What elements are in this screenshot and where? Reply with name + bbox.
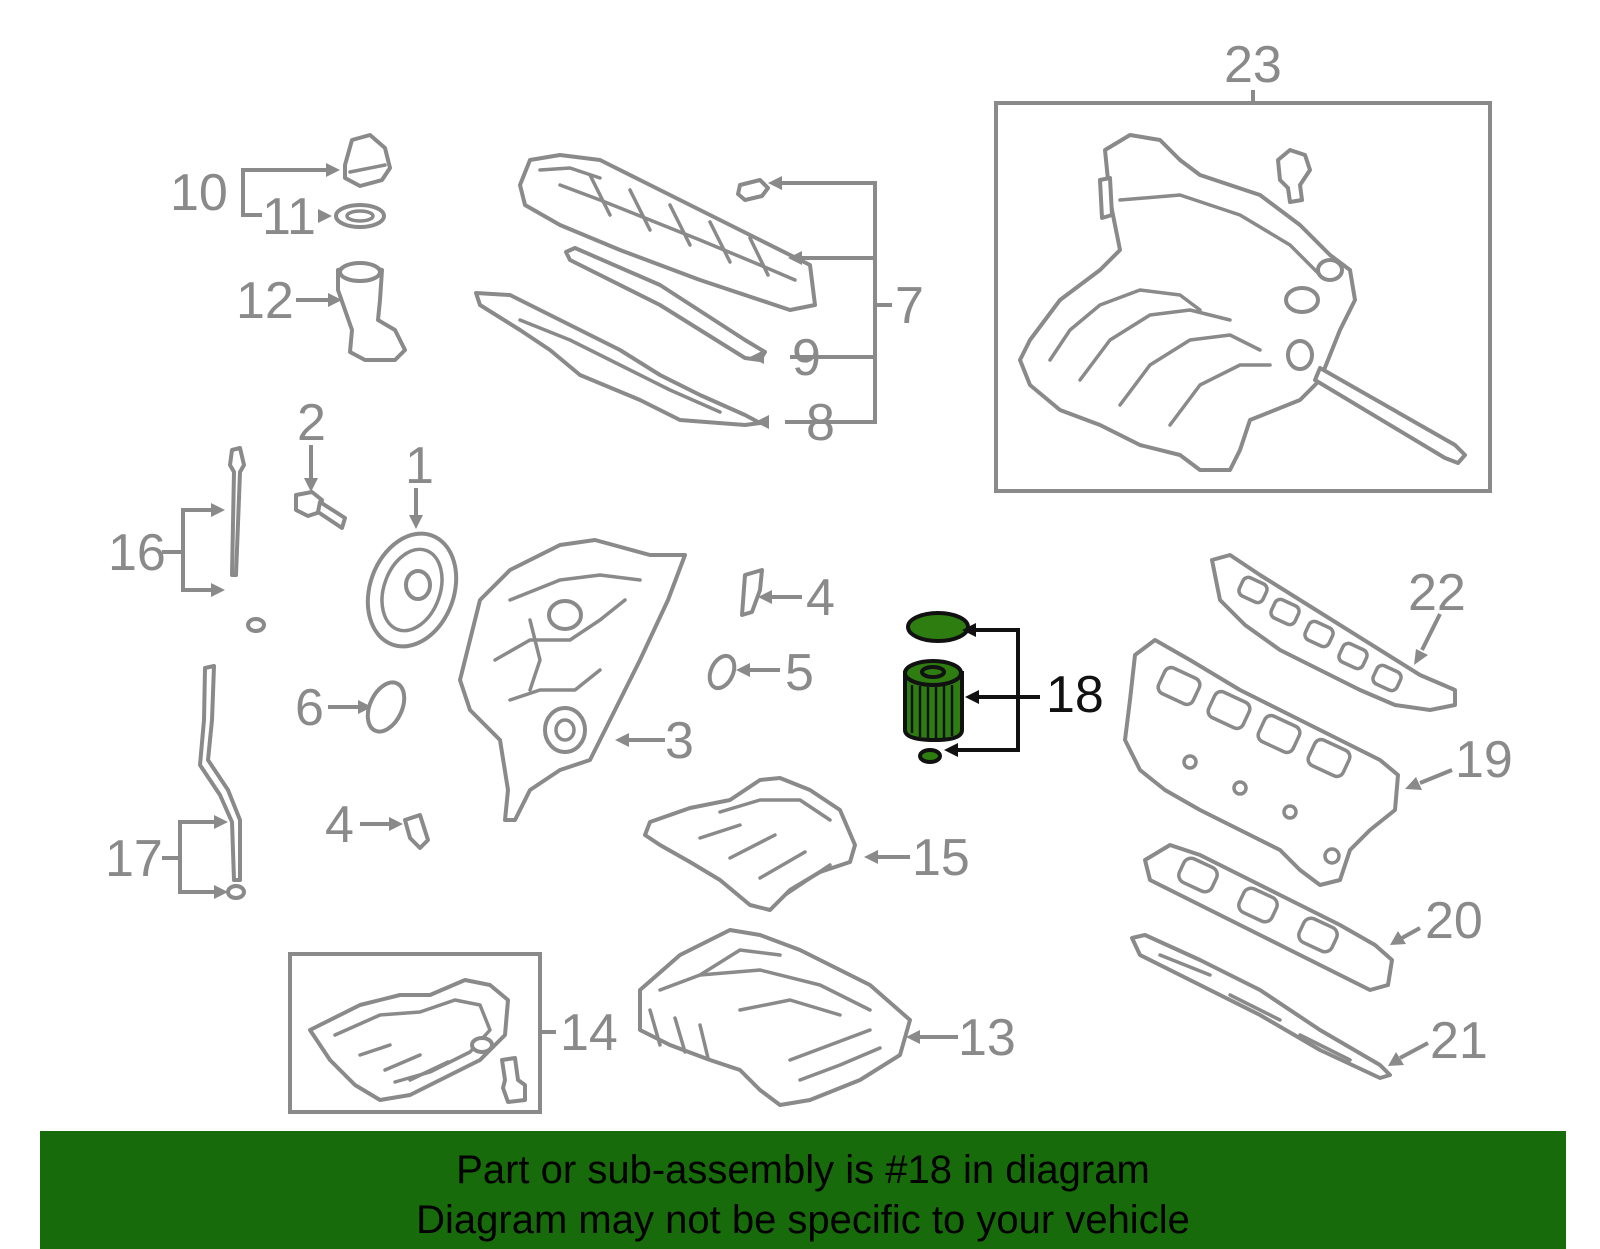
callout-16: 16 — [108, 524, 166, 582]
callout-14: 14 — [560, 1004, 618, 1062]
part-5-o-ring[interactable] — [705, 652, 780, 692]
banner-line-1: Part or sub-assembly is #18 in diagram — [456, 1148, 1150, 1192]
banner-line-2: Diagram may not be specific to your vehi… — [416, 1198, 1190, 1242]
callout-11: 11 — [262, 188, 316, 246]
part-1-crankshaft-pulley[interactable] — [353, 488, 472, 659]
callout-7: 7 — [895, 277, 924, 335]
callout-21: 21 — [1430, 1012, 1488, 1070]
callout-9: 9 — [792, 329, 821, 387]
part-18-filter-cap-seal — [906, 611, 970, 643]
callout-5: 5 — [785, 644, 814, 702]
part-12-oil-filler-tube[interactable] — [296, 261, 407, 362]
callout-18: 18 — [1046, 666, 1104, 724]
callout-4-upper: 4 — [806, 569, 835, 627]
part-13-upper-oil-pan[interactable] — [638, 928, 958, 1107]
part-18-o-ring — [918, 748, 942, 764]
part-14-lower-oil-pan[interactable] — [288, 952, 556, 1114]
part-2-bolt[interactable] — [294, 445, 347, 530]
part-9-valve-cover-gasket[interactable] — [564, 246, 875, 364]
part-17-dipstick-tube[interactable] — [162, 664, 246, 900]
callout-17: 17 — [105, 830, 163, 888]
info-banner: Part or sub-assembly is #18 in diagram D… — [40, 1131, 1566, 1249]
callout-8: 8 — [806, 394, 835, 452]
callout-6: 6 — [295, 679, 324, 737]
callout-labels: 1 2 3 4 5 6 4 7 8 9 10 11 12 13 14 15 16… — [105, 36, 1513, 1070]
callout-3: 3 — [665, 712, 694, 770]
part-4-seal-lower[interactable] — [360, 813, 430, 850]
callout-2: 2 — [297, 394, 326, 452]
part-20-gasket[interactable] — [1143, 843, 1421, 992]
callout-23: 23 — [1224, 36, 1282, 94]
part-16-oil-dipstick[interactable] — [162, 446, 266, 633]
part-15-oil-baffle[interactable] — [643, 776, 910, 912]
part-21-gasket[interactable] — [1130, 933, 1429, 1080]
callout-15: 15 — [912, 829, 970, 887]
part-4-seal-upper[interactable] — [740, 568, 802, 617]
part-18-oil-filter-assembly[interactable] — [903, 611, 1040, 764]
part-8-valve-cover-gasket[interactable] — [474, 291, 769, 429]
callout-13: 13 — [958, 1009, 1016, 1067]
callout-10: 10 — [170, 164, 228, 222]
callout-4-lower: 4 — [325, 796, 354, 854]
callout-22: 22 — [1408, 564, 1466, 622]
part-19-intake-manifold-lower[interactable] — [1123, 638, 1453, 887]
part-3-timing-cover[interactable] — [458, 538, 687, 822]
callout-12: 12 — [236, 272, 294, 330]
part-23-intake-manifold[interactable] — [994, 90, 1492, 493]
part-11-cap-gasket[interactable] — [318, 203, 386, 229]
part-6-o-ring[interactable] — [328, 677, 411, 738]
part-22-intake-gasket[interactable] — [1210, 553, 1457, 712]
part-7-valve-cover[interactable] — [518, 153, 892, 424]
callout-20: 20 — [1425, 892, 1483, 950]
callout-19: 19 — [1455, 731, 1513, 789]
callout-1: 1 — [405, 437, 434, 495]
part-10-oil-filler-cap[interactable] — [241, 133, 392, 217]
